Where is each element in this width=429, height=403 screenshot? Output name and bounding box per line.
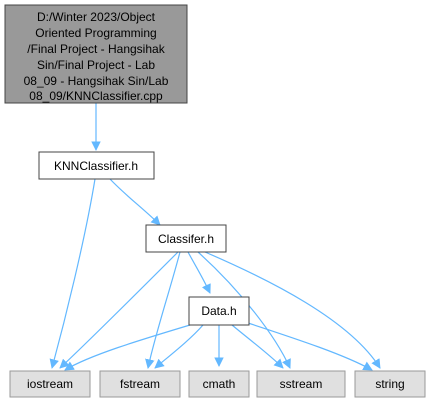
root-line-5: 08_09 - Hangsihak Sin/Lab xyxy=(24,74,169,88)
edge-classifer-to-sstream xyxy=(197,251,291,369)
iostream-label: iostream xyxy=(27,377,73,391)
node-cmath[interactable]: cmath xyxy=(188,370,250,398)
root-line-3: /Final Project - Hangsihak xyxy=(27,42,165,56)
node-sstream[interactable]: sstream xyxy=(256,370,346,398)
knnclassifier-h-label: KNNClassifier.h xyxy=(54,159,138,173)
data-h-label: Data.h xyxy=(201,304,236,318)
node-data-h[interactable]: Data.h xyxy=(188,296,250,326)
edge-data-to-fstream xyxy=(154,324,204,369)
node-fstream[interactable]: fstream xyxy=(99,370,181,398)
fstream-label: fstream xyxy=(120,377,160,391)
cmath-label: cmath xyxy=(203,377,236,391)
edge-classifer-to-data xyxy=(187,251,211,294)
sstream-label: sstream xyxy=(280,377,323,391)
root-line-4: Sin/Final Project - Lab xyxy=(37,58,155,72)
edge-knnclassifier-to-iostream xyxy=(49,178,96,369)
root-line-2: Oriented Programming xyxy=(35,26,156,40)
node-root-file[interactable]: D:/Winter 2023/Object Oriented Programmi… xyxy=(4,4,188,104)
edge-classifer-to-string xyxy=(204,251,381,369)
edge-data-to-string xyxy=(244,321,373,371)
edge-knnclassifier-to-classifer xyxy=(109,178,161,226)
root-line-6: 08_09/KNNClassifier.cpp xyxy=(29,89,163,103)
node-string[interactable]: string xyxy=(354,370,426,398)
node-classifer-h[interactable]: Classifer.h xyxy=(145,224,227,253)
edge-classifer-to-iostream xyxy=(59,251,179,369)
edge-data-to-iostream xyxy=(64,324,191,371)
classifer-h-label: Classifer.h xyxy=(158,232,214,246)
root-line-1: D:/Winter 2023/Object xyxy=(37,10,156,24)
string-label: string xyxy=(375,377,404,391)
edges xyxy=(49,103,381,371)
node-iostream[interactable]: iostream xyxy=(9,370,91,398)
edge-classifer-to-fstream xyxy=(145,251,181,369)
edge-data-to-sstream xyxy=(231,324,284,369)
node-knnclassifier-h[interactable]: KNNClassifier.h xyxy=(38,151,155,180)
